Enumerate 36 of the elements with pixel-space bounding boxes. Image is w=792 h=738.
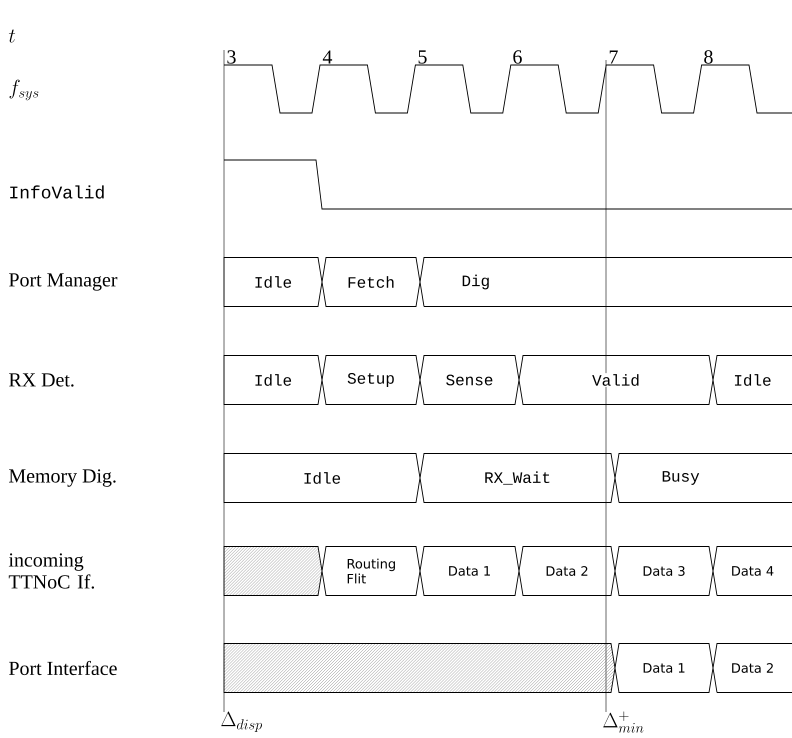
tick-label: 4 [322,50,332,64]
state-segment: Idle [224,453,420,503]
tick-label: 8 [704,50,713,64]
state-segment: Data 4 [712,546,792,596]
signal-name: incoming TTNoC If. [8,553,94,589]
signal-name: Port Interface [9,660,117,676]
state-segment: Routing Flit [322,546,420,596]
state-segment: Sense [420,355,520,405]
state-segment: Dig [420,257,792,307]
state-segment: Data 2 [712,643,792,693]
signal-name: Memory Dig. [9,469,116,487]
tick-label: 3 [227,50,236,64]
signal-name: InfoValid [10,185,104,199]
state-segment: Fetch [322,257,420,307]
state-segment [224,643,616,693]
state-segment: Data 1 [420,546,520,596]
state-segment: Setup [322,355,420,405]
marker-label: $\Delta_{disp}$ [221,712,262,732]
state-segment [224,546,322,596]
state-segment: RX_Wait [420,453,616,503]
tick-label: 6 [513,50,522,64]
state-segment: Idle [224,355,322,405]
state-segment: Data 3 [614,546,714,596]
state-segment: Idle [224,257,322,307]
signal-name: Port Manager [9,273,118,291]
signal-name: RX Det. [9,373,74,387]
tick-label: 7 [610,50,618,64]
tick-label: 5 [418,50,427,64]
state-segment: Valid [518,355,714,405]
state-segment: Data 1 [614,643,714,693]
signal-name: $f_{sys}$ [10,80,38,100]
state-segment: Idle [712,355,792,405]
state-segment: Busy [614,453,792,503]
axis-label: $t$ [8,29,16,43]
state-segment: Data 2 [518,546,616,596]
marker-label: $\Delta^{+}_{min}$ [603,712,644,733]
